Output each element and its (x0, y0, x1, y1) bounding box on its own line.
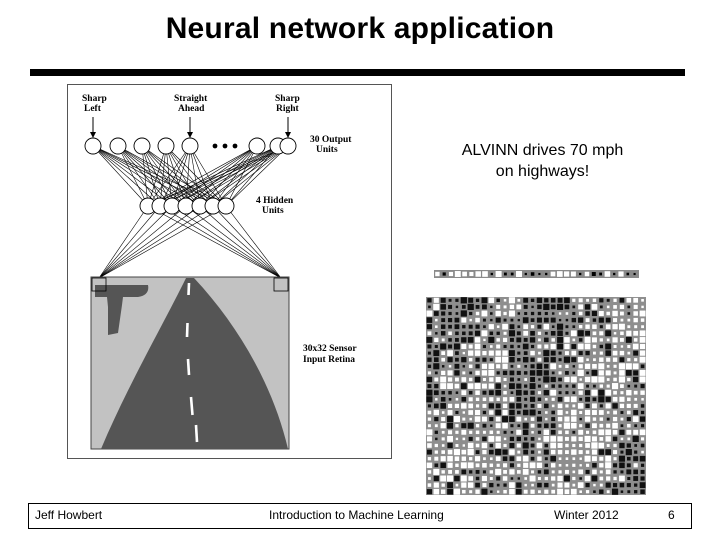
road (101, 278, 288, 449)
output-unit-node (133, 137, 151, 155)
ellipsis-dots (212, 143, 238, 149)
output-hidden-connections (92, 145, 289, 207)
footer-author: Jeff Howbert (35, 508, 103, 522)
slide-title: Neural network application (165, 12, 555, 45)
footer-term: Winter 2012 (554, 508, 619, 522)
footer-course: Introduction to Machine Learning (269, 508, 444, 522)
retina-corner-right (273, 277, 289, 292)
caption-line-2: on highways! (495, 163, 590, 180)
input-retina (90, 276, 290, 450)
hidden-weights-image (426, 297, 646, 495)
roadside-sign (95, 285, 149, 335)
arrow-sharp-left (90, 117, 96, 138)
output-unit-node (84, 137, 102, 155)
footer-page-number: 6 (668, 508, 675, 522)
output-unit-node (181, 137, 199, 155)
output-unit-node (157, 137, 175, 155)
title-underline (30, 69, 685, 76)
caption-line-1: ALVINN drives 70 mph (461, 142, 624, 159)
hidden-unit-node (217, 197, 235, 215)
output-unit-node (248, 137, 266, 155)
hidden-input-connections (98, 205, 282, 279)
alvinn-caption: ALVINN drives 70 mph on highways! (420, 140, 665, 182)
arrow-straight-ahead (187, 117, 193, 138)
output-units (84, 137, 297, 155)
output-unit-node (279, 137, 297, 155)
retina-corner-left (91, 277, 107, 292)
output-unit-node (109, 137, 127, 155)
output-weights-strip (434, 270, 639, 278)
hidden-units (139, 197, 235, 215)
arrow-sharp-right (285, 117, 291, 138)
footer-bar (28, 503, 692, 529)
lane-markings (185, 282, 199, 443)
